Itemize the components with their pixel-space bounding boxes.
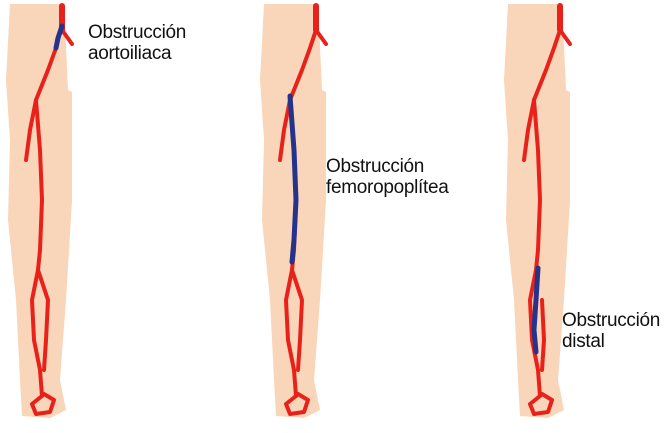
label-line: Obstrucción xyxy=(88,22,186,43)
label-line: femoropoplítea xyxy=(326,177,449,198)
label-femoropopliteal: Obstrucción femoropoplítea xyxy=(326,156,449,198)
label-line: Obstrucción xyxy=(562,310,660,331)
label-aortoiliac: Obstrucción aortoiliaca xyxy=(88,22,186,64)
label-line: distal xyxy=(562,331,660,352)
label-distal: Obstrucción distal xyxy=(562,310,660,352)
leg-distal xyxy=(504,4,570,418)
fibular-artery xyxy=(542,300,544,370)
label-line: Obstrucción xyxy=(326,156,449,177)
leg-femoropopliteal xyxy=(260,4,326,418)
leg-aortoiliac xyxy=(6,4,72,418)
label-line: aortoiliaca xyxy=(88,43,186,64)
